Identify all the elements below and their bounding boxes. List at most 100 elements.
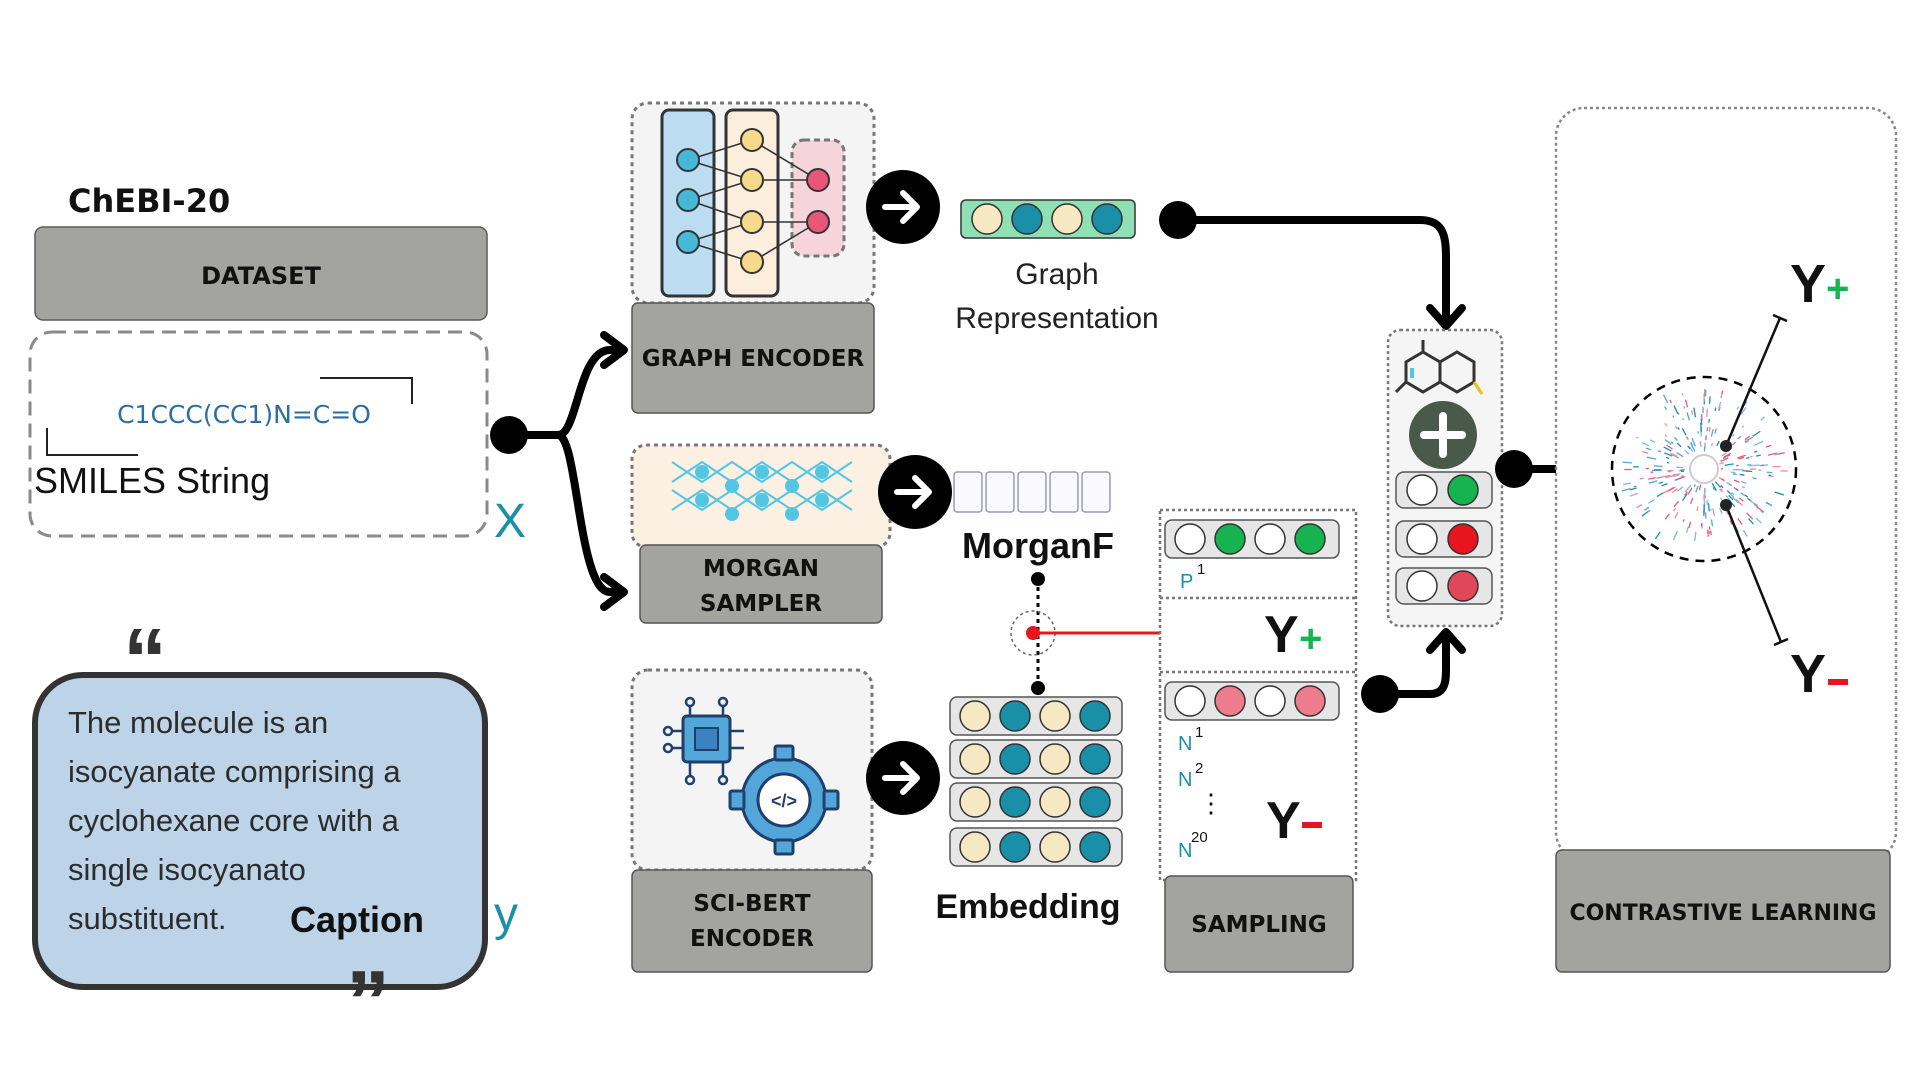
point-cloud-mark [1641,451,1649,454]
caption-line: single isocyanato [68,852,306,887]
point-cloud-mark [1755,517,1762,524]
point-cloud-mark [1661,483,1668,487]
point-cloud-mark [1664,438,1672,445]
point-cloud-mark [1752,477,1757,480]
scibert-box [631,869,873,973]
point-cloud-mark [1746,512,1754,520]
point-cloud-mark [1736,406,1740,410]
point-cloud-mark [1721,452,1727,457]
chip-gear-icon: </> [662,696,840,856]
sampling-y-pos-sign: + [1299,617,1322,661]
point-cloud-mark [1672,507,1677,512]
point-cloud-mark [1731,492,1735,495]
point-cloud-mark [1741,425,1745,428]
sampling-y-pos: Y [1264,606,1299,664]
point-cloud-mark [1732,473,1738,476]
point-cloud-mark [1693,484,1696,487]
point-cloud-mark [1755,505,1765,513]
point-cloud-mark [1720,457,1729,463]
plus-circle-icon [1409,401,1477,469]
scibert-label: ENCODER [690,926,814,952]
point-cloud-mark [1673,500,1680,508]
arrow-circle-icon [866,741,940,815]
point-cloud-mark [1664,406,1668,411]
point-cloud-mark [1674,425,1678,430]
point-cloud-mark [1741,485,1746,489]
point-cloud-mark [1745,456,1750,459]
point-cloud-mark [1641,442,1650,447]
point-cloud-mark [1681,393,1684,396]
dataset-branch-connector [490,331,628,611]
sampling-y-neg-sign [1302,822,1322,828]
negative-sup: 2 [1195,760,1203,777]
point-cloud-mark [1742,530,1748,537]
point-cloud-mark [1622,461,1633,464]
dataset-box [34,226,488,321]
morgan-label: MORGAN [703,556,819,582]
arrow-circle-icon [878,455,952,529]
point-cloud-mark [1687,487,1693,495]
fusion-vector-negative [1395,520,1493,558]
point-cloud-mark [1710,429,1714,437]
point-cloud-mark [1699,441,1702,447]
graph-representation-label: Representation [955,302,1158,335]
scibert-label: SCI-BERT [693,891,810,917]
fusion-section [1386,328,1592,628]
point-cloud-mark [1680,475,1684,477]
positive-sample-vector [1164,519,1340,559]
point-cloud-mark [1649,439,1656,443]
point-cloud-mark [1660,474,1671,478]
graph-encoder-section: GRAPH ENCODER Graph Representation [630,101,1466,414]
smiles-bracket-top [320,377,413,404]
point-cloud-mark [1690,443,1696,452]
point-cloud-mark [1686,436,1689,440]
point-cloud-mark [1753,440,1764,447]
morgan-section: MORGAN SAMPLER MorganF [630,443,1114,624]
point-cloud-mark [1684,399,1689,408]
point-cloud-mark [1744,440,1750,444]
fusion-vector-negative-2 [1395,567,1493,605]
point-cloud-mark [1677,412,1680,415]
point-cloud-mark [1648,477,1656,480]
negative-sup: 20 [1191,829,1208,846]
point-cloud-mark [1714,428,1717,434]
point-cloud-mark [1664,475,1674,479]
point-cloud-mark [1720,484,1724,489]
open-quote-icon: “ [123,610,167,709]
point-cloud-mark [1654,531,1661,540]
graph-encoder-box [631,302,875,414]
point-cloud-mark [1768,503,1773,507]
point-cloud-mark [1708,396,1711,404]
morgan-fingerprint-vector [953,471,1111,513]
point-cloud-mark [1710,442,1714,447]
caption-var-y: y [494,888,518,941]
point-cloud-mark [1687,445,1691,450]
point-cloud-mark [1641,510,1649,517]
point-cloud-mark [1689,497,1694,504]
point-cloud-mark [1647,498,1655,504]
point-cloud-mark [1696,506,1699,511]
point-cloud-mark [1636,436,1639,439]
point-cloud-mark [1681,428,1687,436]
smiles-bracket-bottom [46,428,138,456]
point-cloud-mark [1707,503,1710,509]
caption-bubble [35,675,485,987]
point-cloud-mark [1714,481,1722,488]
morgan-box [639,544,883,624]
point-cloud-mark [1657,450,1662,453]
point-cloud-mark [1712,486,1716,491]
point-cloud-mark [1773,453,1778,456]
dataset-section: ChEBI-20 DATASET C1CCC(CC1)N=C=O SMILES … [28,182,526,548]
point-cloud-mark [1676,452,1684,458]
input-var-x: X [494,495,526,548]
point-cloud-mark [1749,464,1760,467]
graph-to-fusion-connector [1159,201,1466,330]
graph-representation-vector [960,199,1136,239]
contrastive-y-neg: Y [1790,644,1826,704]
point-cloud-mark [1708,426,1711,432]
point-cloud-mark [1621,487,1631,492]
negative-label: N [1178,840,1192,862]
point-cloud-mark [1748,518,1754,525]
negative-sample-vector [1164,681,1340,721]
point-cloud-mark [1682,519,1685,522]
